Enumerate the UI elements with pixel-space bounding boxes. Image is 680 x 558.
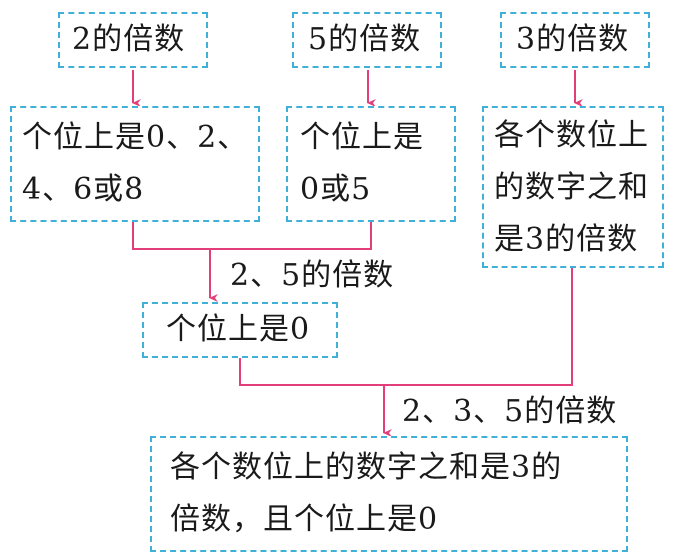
- rule-line: 个位上是: [300, 120, 424, 155]
- header-multiple-of-2: 2的倍数: [58, 12, 208, 68]
- merge-line-2-5: [132, 222, 372, 250]
- header-label: 5的倍数: [308, 22, 422, 57]
- rule-multiple-of-5: 个位上是 0或5: [286, 106, 456, 222]
- merge-line-2-3-5: [239, 268, 573, 386]
- rule-line: 0或5: [300, 172, 372, 207]
- rule-line: 个位上是0: [166, 312, 311, 347]
- rule-line: 各个数位上的数字之和是3的: [170, 450, 563, 485]
- header-multiple-of-3: 3的倍数: [500, 12, 650, 68]
- rule-multiple-of-2: 个位上是0、2、 4、6或8: [10, 106, 260, 222]
- rule-line: 倍数，且个位上是0: [170, 502, 439, 537]
- header-multiple-of-5: 5的倍数: [292, 12, 442, 68]
- rule-line: 4、6或8: [22, 172, 145, 207]
- rule-line: 的数字之和: [494, 170, 649, 205]
- header-label: 3的倍数: [516, 22, 630, 57]
- rule-line: 个位上是0、2、: [22, 120, 249, 155]
- rule-multiple-of-2-and-5: 个位上是0: [142, 302, 338, 358]
- label-multiple-of-2-and-5: 2、5的倍数: [230, 258, 395, 293]
- header-label: 2的倍数: [72, 22, 186, 57]
- label-multiple-of-2-3-5: 2、3、5的倍数: [402, 394, 618, 429]
- rule-line: 各个数位上: [494, 118, 649, 153]
- rule-multiple-of-3: 各个数位上 的数字之和 是3的倍数: [482, 106, 664, 268]
- rule-line: 是3的倍数: [494, 222, 639, 257]
- rule-multiple-of-2-3-5: 各个数位上的数字之和是3的 倍数，且个位上是0: [150, 436, 628, 552]
